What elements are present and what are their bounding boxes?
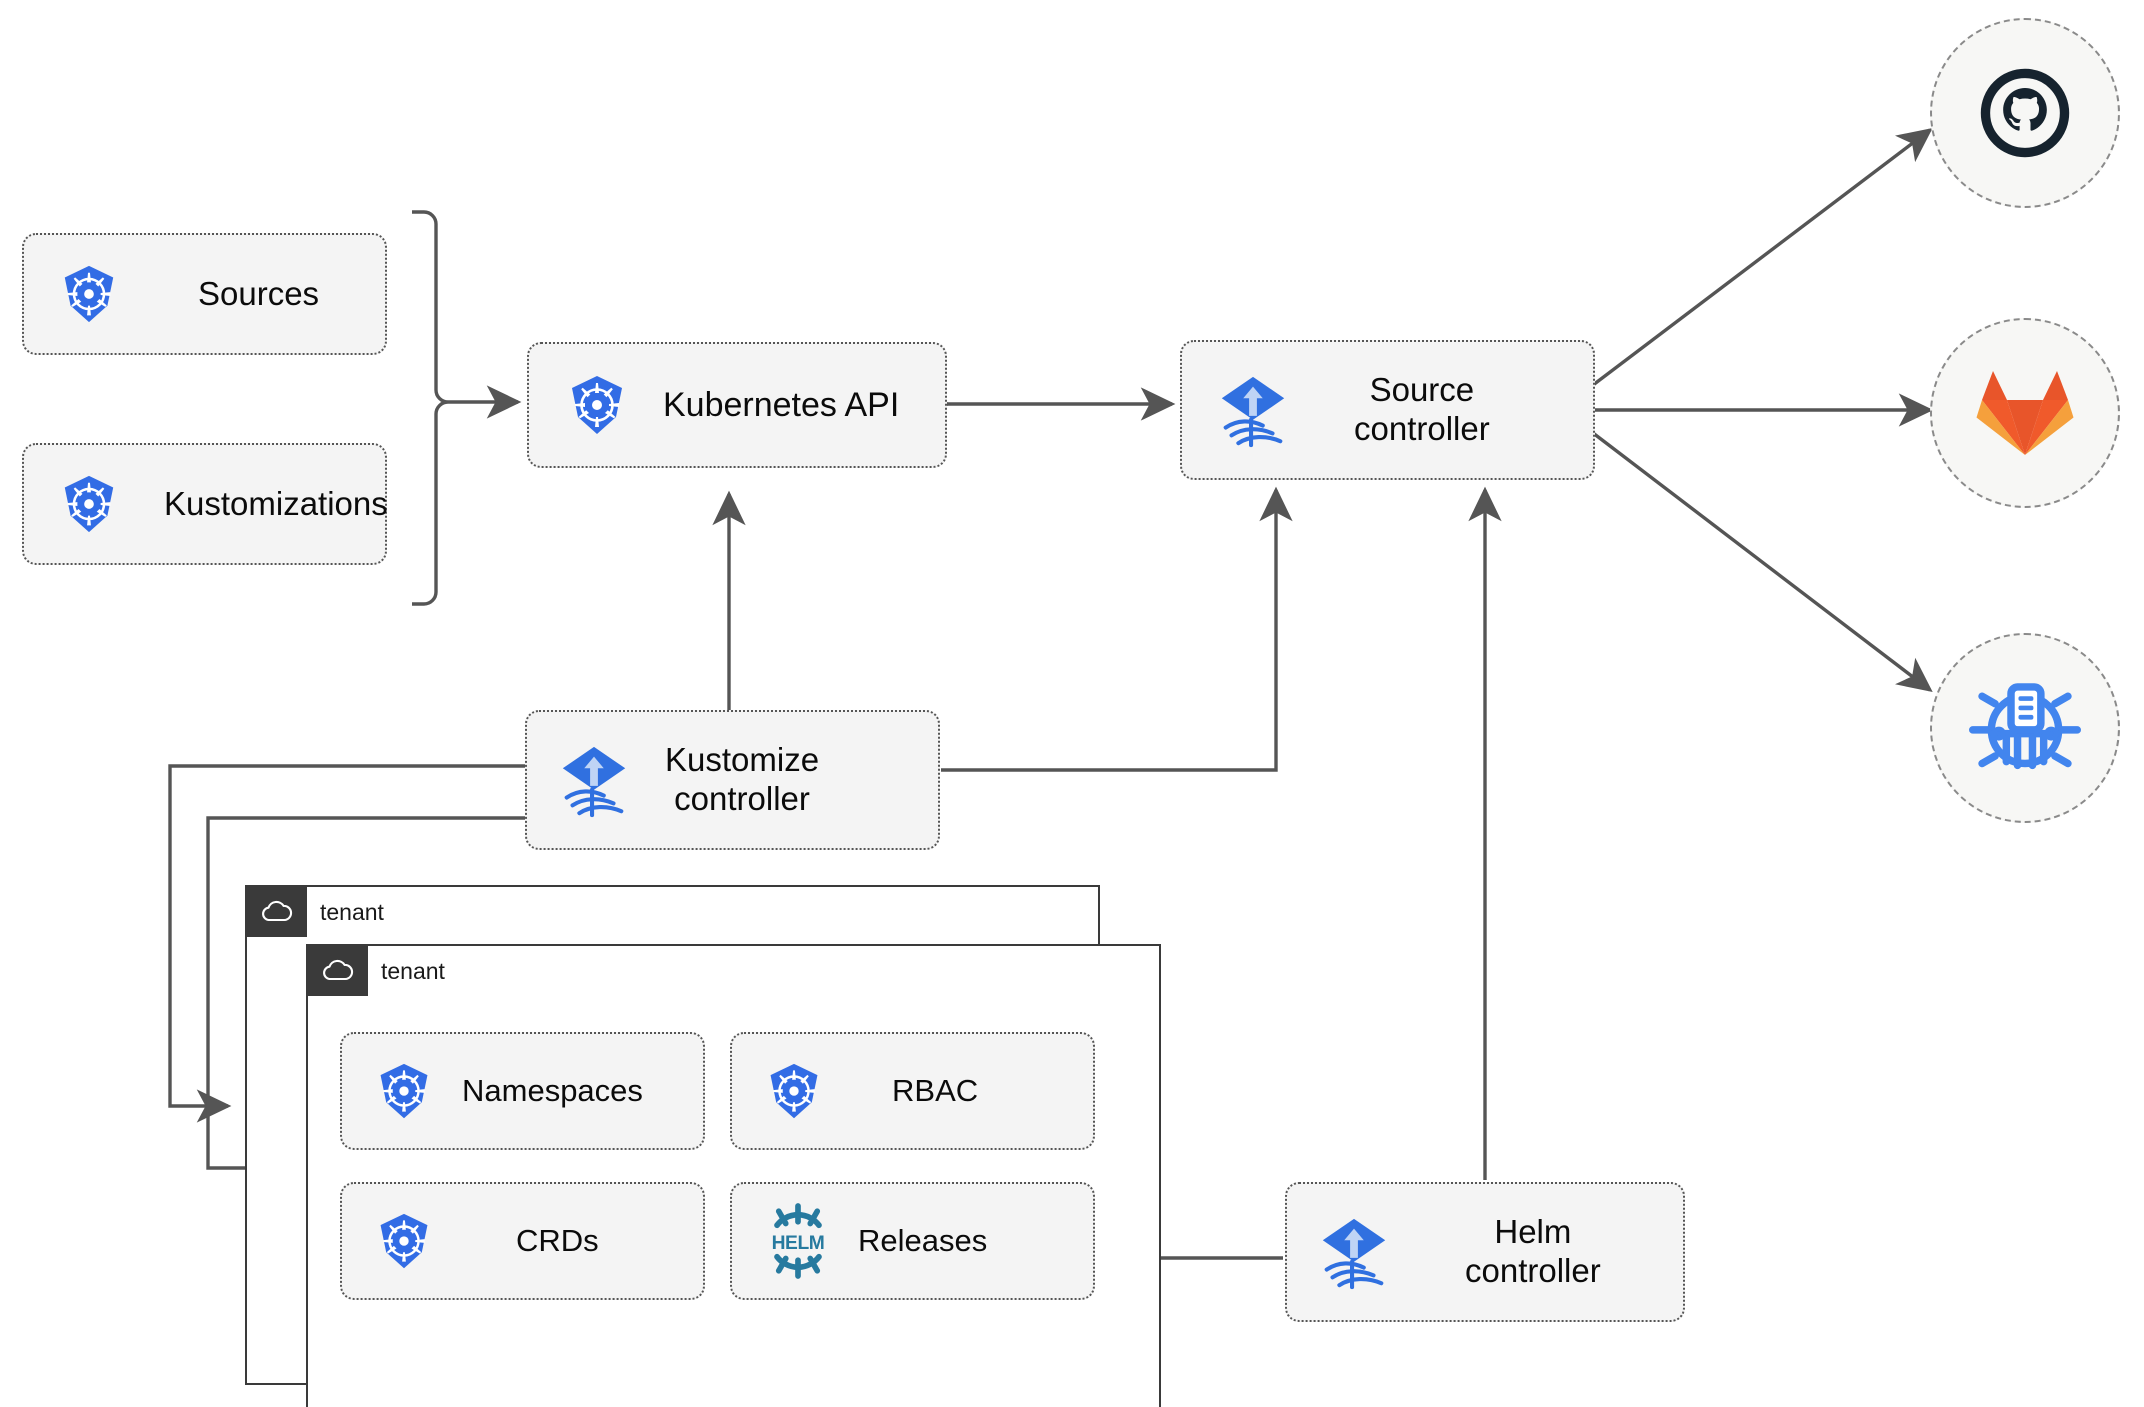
tenant-front-tab <box>306 944 368 996</box>
node-kustomize-controller[interactable]: Kustomize controller <box>525 710 940 850</box>
endpoint-helm-repository[interactable] <box>1930 633 2120 823</box>
node-kustomizations-label: Kustomizations <box>164 484 388 522</box>
kubernetes-icon <box>58 263 120 325</box>
flux-icon <box>1315 1213 1393 1291</box>
kubernetes-icon <box>374 1061 434 1121</box>
edge-sourcectrl-bucket <box>1591 431 1933 693</box>
flux-icon <box>1214 371 1292 449</box>
node-namespaces[interactable]: Namespaces <box>340 1032 705 1150</box>
node-crds-label: CRDs <box>516 1222 599 1258</box>
node-source-controller[interactable]: Source controller <box>1180 340 1595 480</box>
flux-icon <box>555 741 633 819</box>
tenant-back-tab <box>245 885 307 937</box>
node-helm-controller[interactable]: Helm controller <box>1285 1182 1685 1322</box>
node-namespaces-label: Namespaces <box>462 1072 643 1108</box>
helm-repository-icon <box>1969 683 2081 770</box>
node-sources-label: Sources <box>198 274 320 312</box>
node-kubernetes-api-label: Kubernetes API <box>663 385 900 424</box>
kubernetes-icon <box>374 1211 434 1271</box>
kubernetes-icon <box>58 473 120 535</box>
tenant-back-label: tenant <box>320 899 384 925</box>
node-rbac[interactable]: RBAC <box>730 1032 1095 1150</box>
node-crds[interactable]: CRDs <box>340 1182 705 1300</box>
node-source-controller-label: Source controller <box>1354 371 1490 447</box>
tenant-container-front[interactable] <box>306 944 1161 1407</box>
cloud-icon <box>262 900 293 922</box>
kubernetes-icon <box>565 373 629 437</box>
github-icon <box>1980 68 2070 158</box>
helm-icon: HELM <box>756 1199 840 1283</box>
endpoint-github[interactable] <box>1930 18 2120 208</box>
cloud-icon <box>323 959 354 981</box>
node-releases-label: Releases <box>858 1222 988 1258</box>
edge-bracket-group <box>412 210 449 606</box>
tenant-front-label: tenant <box>381 958 445 984</box>
endpoint-gitlab[interactable] <box>1930 318 2120 508</box>
node-helm-controller-label: Helm controller <box>1465 1213 1601 1289</box>
gitlab-icon <box>1976 371 2074 455</box>
edge-sourcectrl-github <box>1591 127 1933 387</box>
edge-kustomizectrl-sourcectrl <box>941 486 1293 772</box>
node-kustomize-controller-label: Kustomize controller <box>665 741 820 817</box>
node-kustomizations[interactable]: Kustomizations <box>22 443 388 565</box>
node-sources[interactable]: Sources <box>22 233 387 355</box>
svg-text:HELM: HELM <box>772 1233 825 1254</box>
node-releases[interactable]: HELM Releases <box>730 1182 1095 1300</box>
kubernetes-icon <box>764 1061 824 1121</box>
node-rbac-label: RBAC <box>892 1072 979 1108</box>
node-kubernetes-api[interactable]: Kubernetes API <box>527 342 947 468</box>
